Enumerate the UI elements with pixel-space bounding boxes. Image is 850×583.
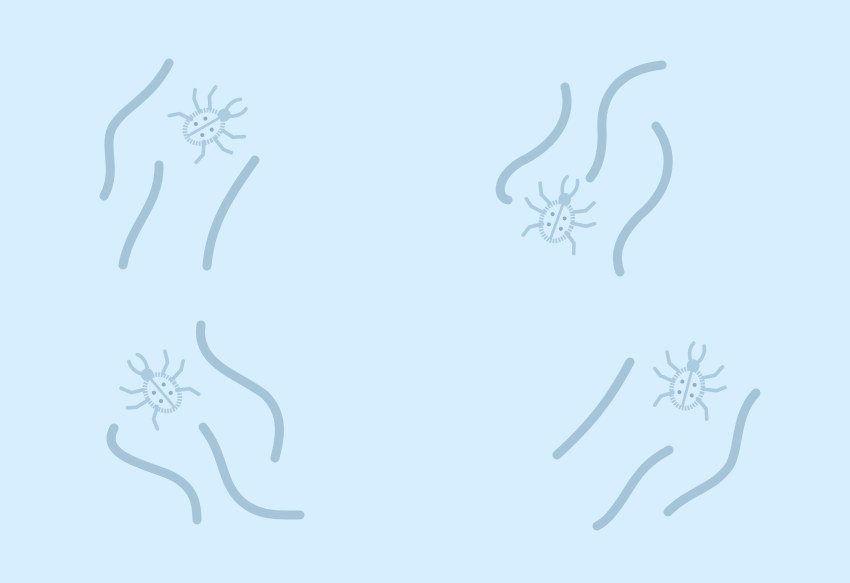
- wave-line: [202, 155, 260, 271]
- wave-line: [612, 121, 673, 277]
- panel-bottom-left: [105, 320, 305, 525]
- bug-icon: [164, 73, 262, 171]
- wave-line: [592, 445, 674, 531]
- panel-top-right: [495, 60, 673, 277]
- bug-icon: [105, 335, 206, 436]
- wave-line: [196, 320, 284, 463]
- wave-line: [552, 357, 635, 460]
- wave-line: [99, 58, 174, 201]
- panel-top-left: [99, 58, 262, 271]
- bug-icon: [645, 335, 734, 422]
- wave-line: [663, 388, 761, 517]
- wave-line: [198, 422, 305, 520]
- wave-line: [585, 60, 667, 183]
- wave-line: [106, 423, 202, 525]
- wave-line: [495, 82, 572, 205]
- wave-line: [118, 160, 164, 270]
- panel-bottom-right: [552, 335, 761, 531]
